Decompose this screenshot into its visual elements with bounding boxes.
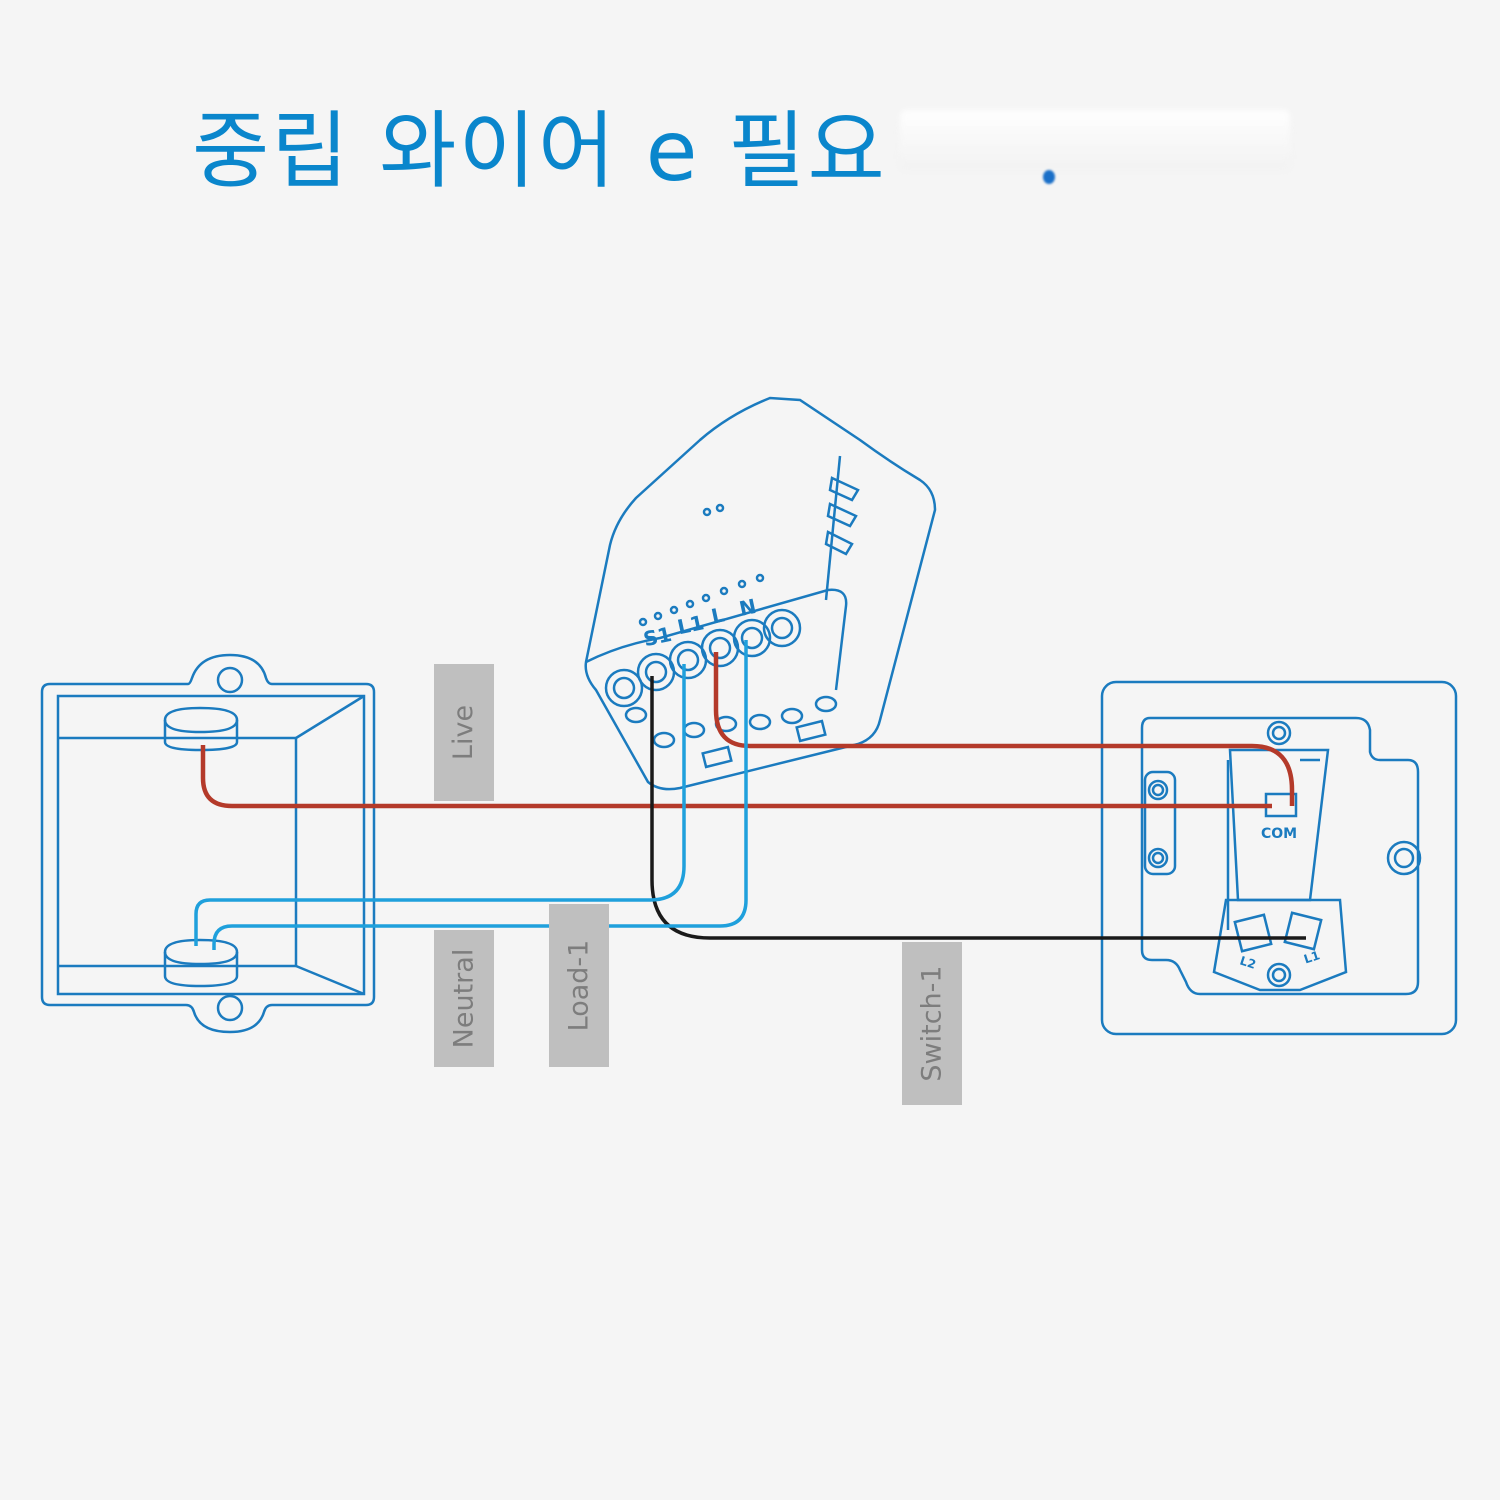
switch-terminal-l2: L2 (1238, 953, 1258, 971)
switch-wire (650, 676, 1306, 940)
neutral-wire (212, 640, 748, 950)
live-wire-light (200, 745, 1272, 809)
switch-terminal-com: COM (1261, 826, 1297, 842)
label-switch: Switch-1 (902, 942, 962, 1105)
load-wire (194, 664, 686, 946)
smart-switch-module (584, 396, 937, 791)
label-neutral: Neutral (434, 930, 494, 1067)
terminal-label-s1: S1 (641, 622, 674, 651)
page-title: 중립 와이어 e 필요 (192, 102, 887, 200)
label-neutral-text: Neutral (448, 948, 480, 1049)
blurred-dot (1043, 170, 1055, 184)
label-load: Load-1 (549, 904, 609, 1067)
terminal-label-n: N (737, 594, 758, 621)
label-switch-text: Switch-1 (916, 965, 948, 1082)
switch-terminal-l1: L1 (1302, 948, 1322, 966)
terminal-label-l: L (709, 602, 727, 628)
label-live: Live (434, 664, 494, 801)
terminal-label-l1: L1 (675, 610, 706, 639)
live-wire-module (713, 652, 1295, 806)
blurred-watermark (900, 110, 1290, 170)
label-load-text: Load-1 (563, 939, 595, 1032)
wall-switch (1100, 680, 1458, 1036)
label-live-text: Live (448, 704, 480, 761)
light-fitting-box (40, 653, 376, 1034)
